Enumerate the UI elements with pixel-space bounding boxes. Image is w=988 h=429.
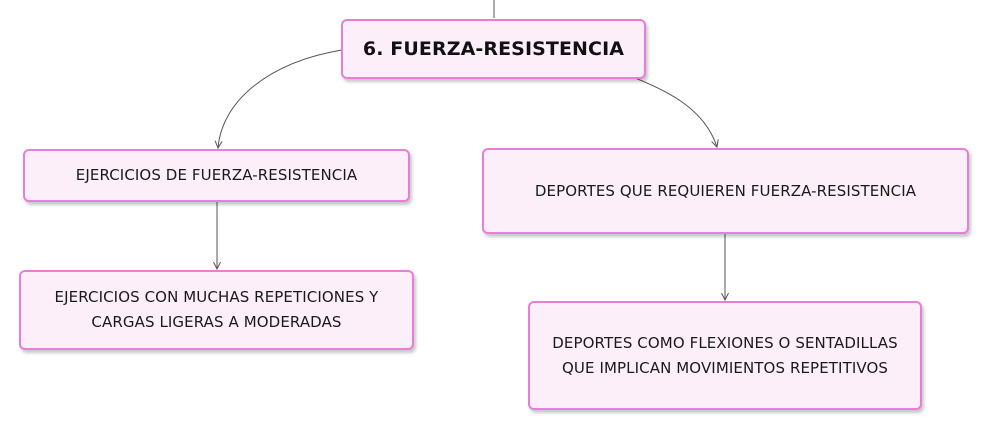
sports-node-label: DEPORTES QUE REQUIEREN FUERZA-RESISTENCI… [534,181,917,200]
connector-root-to-exercises [218,49,343,148]
exercises-detail-node[interactable]: EJERCICIOS CON MUCHAS REPETICIONES Y CAR… [19,270,414,350]
sports-detail-node-label: DEPORTES COMO FLEXIONES O SENTADILLAS QU… [552,333,898,377]
exercises-detail-node-label: EJERCICIOS CON MUCHAS REPETICIONES Y CAR… [54,288,379,331]
exercises-node[interactable]: EJERCICIOS DE FUERZA-RESISTENCIA [23,149,410,202]
root-node-label: 6. FUERZA-RESISTENCIA [362,37,625,60]
sports-node[interactable]: DEPORTES QUE REQUIEREN FUERZA-RESISTENCI… [482,148,969,234]
connector-root-to-sports [634,77,717,147]
exercises-node-label: EJERCICIOS DE FUERZA-RESISTENCIA [75,166,358,184]
sports-detail-node[interactable]: DEPORTES COMO FLEXIONES O SENTADILLAS QU… [528,301,922,410]
root-node[interactable]: 6. FUERZA-RESISTENCIA [341,19,646,79]
